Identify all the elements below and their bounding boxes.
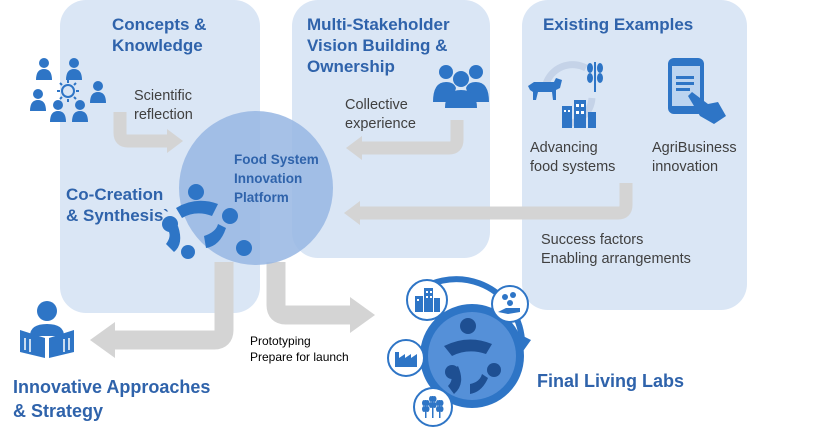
- examples-item-agribusiness: AgriBusiness innovation: [652, 140, 737, 175]
- collaboration-icon: [162, 184, 252, 259]
- stakeholder-arrow: [346, 120, 464, 160]
- stakeholder-title: Multi-Stakeholder Vision Building & Owne…: [307, 15, 450, 76]
- buildings-icon: [406, 279, 448, 321]
- reading-person-icon: [20, 301, 74, 358]
- examples-title: Existing Examples: [543, 15, 694, 34]
- livinglabs-arrow: [266, 262, 375, 333]
- examples-arrow: [344, 183, 633, 225]
- prototyping-label: Prototyping Prepare for launch: [250, 334, 349, 364]
- people-network-icon: [30, 58, 106, 122]
- molecule-hand-icon: [491, 285, 529, 323]
- concepts-note: Scientific reflection: [134, 88, 193, 123]
- cocreation-label: Co-Creation & Synthesis`: [66, 185, 169, 225]
- cow-crop-cycle-icon: [528, 61, 603, 128]
- concepts-arrow: [113, 112, 183, 153]
- wheat-icon: [413, 387, 453, 427]
- examples-factors: Success factors Enabling arrangements: [541, 232, 691, 267]
- approaches-label: Innovative Approaches & Strategy: [13, 377, 211, 421]
- factory-icon: [387, 339, 425, 377]
- examples-item-food: Advancing food systems: [530, 140, 616, 175]
- group-icon: [433, 65, 489, 108]
- stakeholder-note: Collective experience: [345, 97, 416, 132]
- smartphone-tap-icon: [668, 58, 726, 124]
- concepts-title: Concepts & Knowledge: [112, 15, 207, 55]
- living-labs-label: Final Living Labs: [537, 371, 685, 391]
- platform-label: Food System Innovation Platform: [234, 152, 319, 205]
- approaches-arrow: [90, 262, 234, 358]
- examples-panel: [522, 0, 747, 310]
